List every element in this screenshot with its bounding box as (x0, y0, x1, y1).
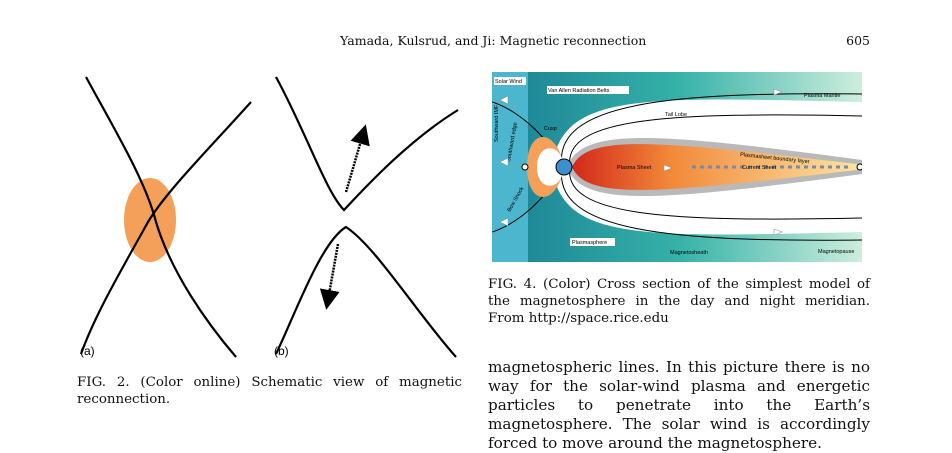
outflow-arrow-up (344, 124, 370, 193)
field-line (79, 101, 252, 355)
panel-b: (b) (274, 76, 459, 358)
figure-2-caption: FIG. 2. (Color online) Schematic view of… (77, 375, 462, 407)
label-van-allen: Van Allen Radiation Belts (548, 88, 610, 94)
outflow-arrow-down (319, 243, 340, 310)
panel-b-label: (b) (274, 344, 289, 358)
running-header: Yamada, Kulsrud, and Ji: Magnetic reconn… (340, 33, 647, 48)
field-line (275, 76, 459, 212)
flow-arrows (499, 88, 783, 236)
field-lines (492, 93, 862, 241)
figure-2-reconnection-schematic: (a) (b) (79, 76, 459, 358)
figure-4-magnetosphere: Solar Wind Van Allen Radiation Belts Pla… (492, 72, 862, 262)
label-cusp: Cusp (544, 126, 557, 132)
label-southward-imf: Southward IMF (494, 104, 500, 142)
figure-4-caption: FIG. 4. (Color) Cross section of the sim… (488, 277, 870, 326)
plasma-sheet-region (572, 144, 857, 190)
panel-a-label: (a) (80, 344, 95, 358)
field-line (85, 76, 237, 358)
x-point-left (521, 163, 529, 171)
x-point-right (856, 163, 862, 171)
label-plasmasphere: Plasmasphere (572, 240, 607, 246)
label-plasma-sheet: Plasma Sheet (617, 165, 652, 171)
field-line (275, 225, 457, 358)
body-paragraph: magnetospheric lines. In this picture th… (488, 358, 870, 452)
label-solar-wind: Solar Wind (495, 79, 522, 85)
label-current-sheet: Current Sheet (742, 165, 777, 171)
label-magnetopause: Magnetopause (818, 249, 854, 255)
label-tail-lobe: Tail Lobe (665, 112, 687, 118)
panel-a: (a) (79, 76, 252, 358)
plasmasphere (537, 148, 564, 186)
earth (555, 158, 573, 176)
label-plasma-mantle: Plasma Mantle (804, 93, 840, 99)
page-number: 605 (846, 33, 870, 48)
label-magnetosheath: Magnetosheath (670, 250, 708, 256)
